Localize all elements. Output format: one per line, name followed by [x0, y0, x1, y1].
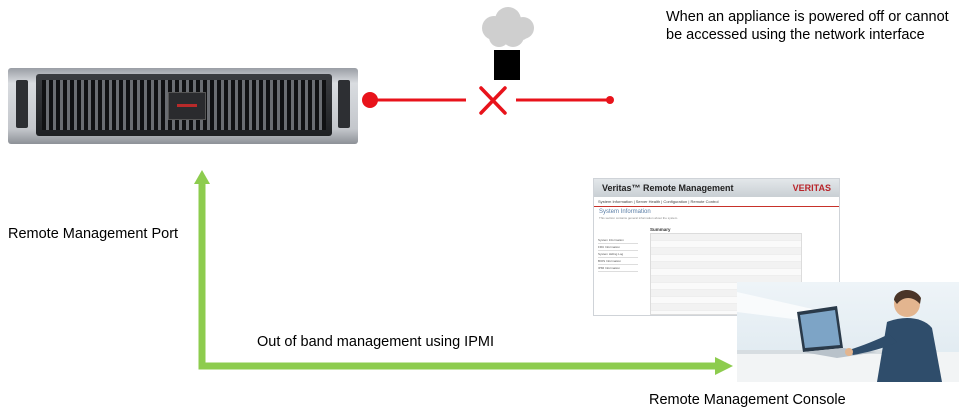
side-nav-item: BIOS Information: [598, 258, 638, 265]
right-handle: [338, 80, 350, 128]
ipmi-arrow-head-up: [194, 170, 210, 184]
screenshot-summary-title: Summary: [650, 227, 671, 232]
side-nav-item: System Information: [598, 237, 638, 244]
remote-management-port-label: Remote Management Port: [8, 226, 179, 242]
powered-off-note: When an appliance is powered off or cann…: [666, 9, 949, 43]
remote-management-console-label: Remote Management Console: [649, 392, 846, 408]
screenshot-nav-underline: [594, 206, 839, 207]
side-nav-item: FRU Information: [598, 244, 638, 251]
screenshot-subheading: This section contains general informatio…: [599, 216, 679, 220]
screenshot-brand: Veritas™ Remote Management: [602, 183, 734, 193]
ipmi-arrow-head-right: [715, 357, 733, 375]
network-tower-icon: [494, 50, 520, 80]
side-nav-item: IPMI Information: [598, 265, 638, 272]
remote-management-screenshot: Veritas™ Remote Management VERITAS Syste…: [593, 178, 840, 316]
brand-badge: [168, 92, 206, 120]
appliance-front-panel: [8, 68, 358, 144]
network-end-dot: [606, 96, 614, 104]
ipmi-arrow: [198, 184, 716, 370]
person-illustration: [737, 289, 959, 382]
screenshot-nav: System Information | Server Health | Con…: [598, 199, 719, 204]
person-at-laptop-illustration: [737, 282, 959, 382]
disconnect-x-icon: [479, 86, 507, 115]
screenshot-logo: VERITAS: [792, 183, 831, 193]
screenshot-heading: System Information: [599, 209, 651, 215]
screenshot-header-bar: [594, 179, 839, 197]
cloud-icon: [482, 7, 534, 47]
side-nav-item: System Hiding Log: [598, 251, 638, 258]
screenshot-summary-panel: [650, 233, 802, 315]
network-port-dot: [362, 92, 378, 108]
screenshot-side-nav: System Information FRU Information Syste…: [598, 237, 638, 272]
out-of-band-label: Out of band management using IPMI: [257, 334, 494, 350]
left-handle: [16, 80, 28, 128]
appliance-bezel: [36, 74, 332, 136]
